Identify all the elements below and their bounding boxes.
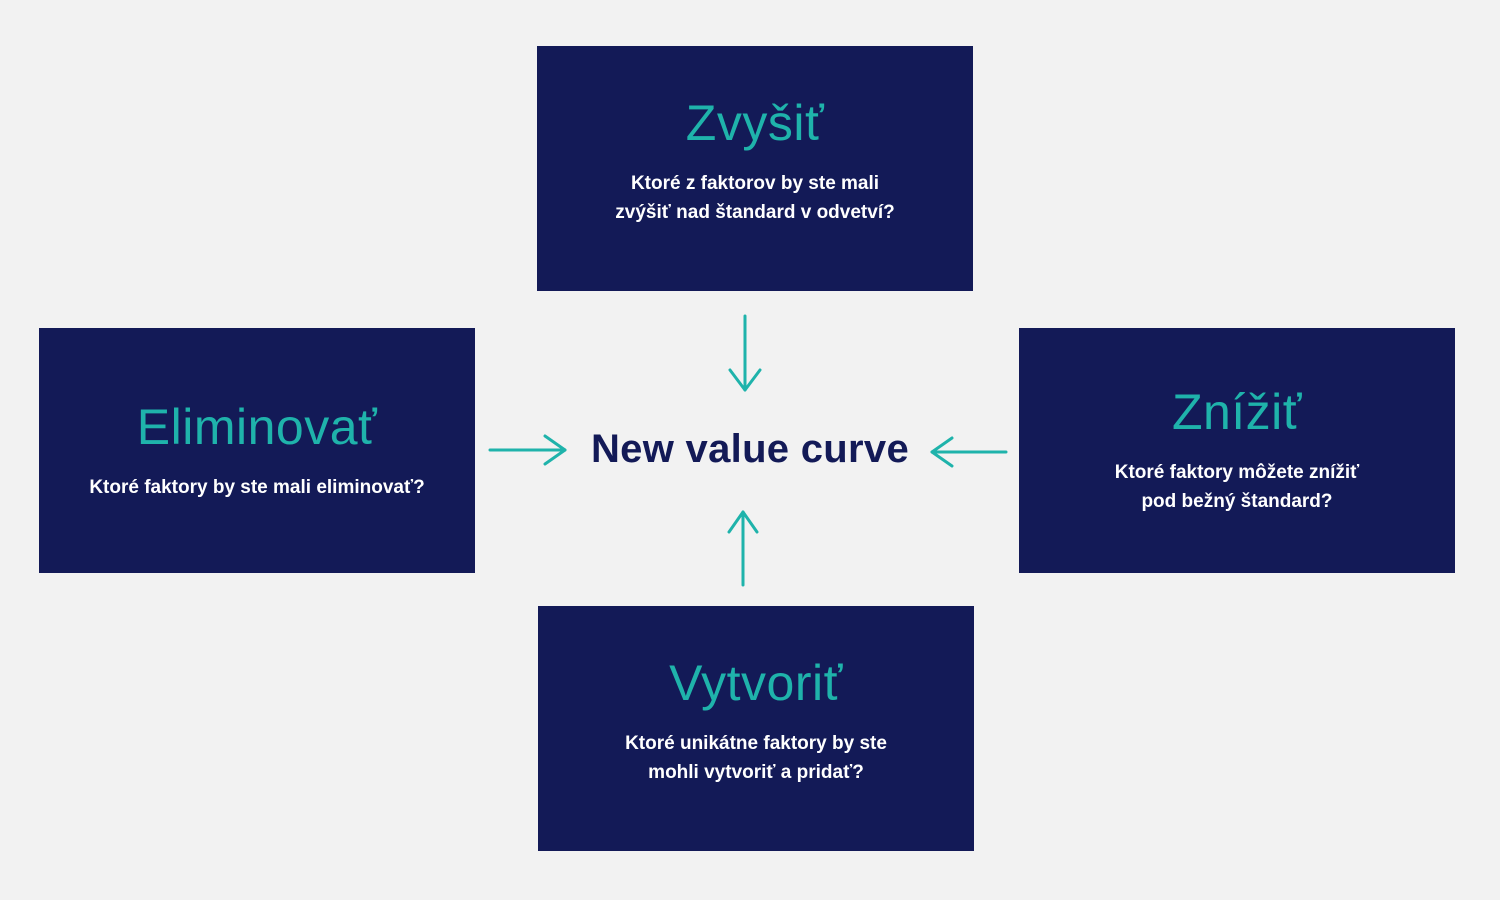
center-label: New value curve: [591, 427, 909, 471]
arrow-up-icon: [727, 510, 759, 587]
arrow-right-icon: [488, 434, 567, 466]
arrow-left-icon: [930, 436, 1008, 468]
box-reduce: Znížiť Ktoré faktory môžete znížiť pod b…: [1019, 328, 1455, 573]
box-increase: Zvyšiť Ktoré z faktorov by ste mali zvýš…: [537, 46, 973, 291]
box-eliminate: Eliminovať Ktoré faktory by ste mali eli…: [39, 328, 475, 573]
box-increase-title: Zvyšiť: [685, 95, 825, 151]
box-create-title: Vytvoriť: [669, 655, 843, 711]
arrow-down-icon: [728, 314, 762, 392]
box-increase-description: Ktoré z faktorov by ste mali zvýšiť nad …: [615, 173, 895, 223]
box-reduce-title: Znížiť: [1171, 384, 1303, 440]
box-reduce-description: Ktoré faktory môžete znížiť pod bežný št…: [1114, 462, 1360, 512]
box-create-description: Ktoré unikátne faktory by ste mohli vytv…: [625, 733, 887, 783]
box-eliminate-description: Ktoré faktory by ste mali eliminovať?: [89, 476, 425, 498]
box-create: Vytvoriť Ktoré unikátne faktory by ste m…: [538, 606, 974, 851]
box-eliminate-title: Eliminovať: [136, 398, 378, 455]
